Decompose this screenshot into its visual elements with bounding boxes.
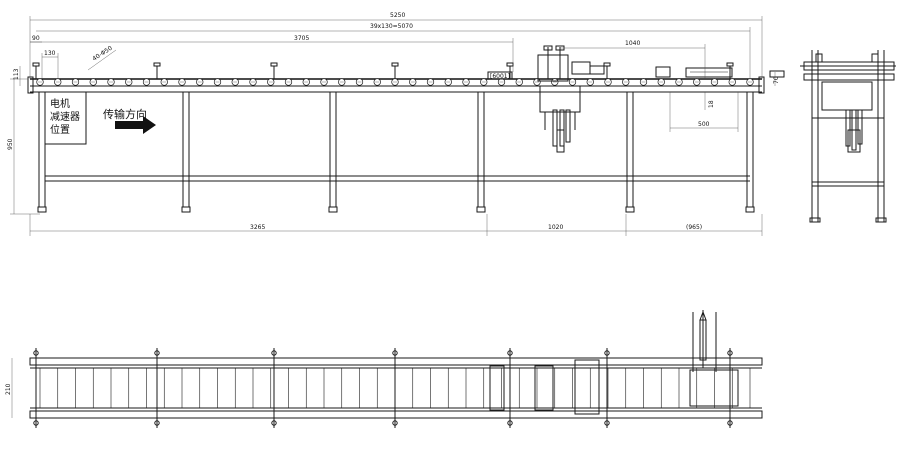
roller-spec: 40-Φ50 [91,45,114,63]
motor-label-2: 减速器 [50,111,80,123]
plan-post-bottom [33,420,39,426]
leg [746,91,754,208]
end-housing [821,81,873,111]
plan-post-top [33,350,39,356]
plan-post-bottom [154,420,160,426]
guide-post-cap [726,62,734,67]
motor-label-3: 位置 [50,123,70,136]
leg-foot [476,206,486,213]
plan-post-bottom [271,420,277,426]
leg [38,91,46,208]
device-tag-box [487,71,513,80]
plan-rail-bottom [29,410,763,419]
direction-label: 传输方向 [103,107,147,121]
right-station [655,66,785,78]
plan-post-top [392,350,398,356]
front-dimensions: 5250 39x130=5070 3705 1040 90 130 40-Φ50… [7,12,780,236]
dim-965: (965) [686,224,702,231]
plan-post-bottom [604,420,610,426]
motor-label-1: 电机 [50,97,70,110]
guide-posts [32,62,734,79]
plan-rail-top [29,357,763,366]
dim-1020: 1020 [548,224,563,231]
dim-210: 210 [5,383,12,395]
dim-overall: 5250 [390,12,405,19]
guide-post-cap [603,62,611,67]
leg-foot [745,206,755,213]
plan-rollers [39,368,751,408]
front-elevation: 电机 减速器 位置 传输方向 [6001] [7,12,785,236]
leg-foot [625,206,635,213]
right-cylinder [685,67,733,78]
station-frame [537,54,569,82]
dim-pitch: 39x130=5070 [370,23,413,30]
dim-1040: 1040 [625,40,640,47]
spindle [556,129,565,153]
leg [626,91,634,208]
leg-foot [181,206,191,213]
plan-view: 210 [5,310,763,428]
guide-post-cap [153,62,161,67]
plan-station [574,359,600,415]
leg-foot [37,206,47,213]
dim-18: 18 [708,100,715,108]
plan-post-top [727,350,733,356]
left-end-plate [27,76,34,94]
device-tag: [6001] [490,73,510,80]
leg-foot [328,206,338,213]
end-view [800,50,896,223]
plan-post-bottom [392,420,398,426]
plan-post-bottom [727,420,733,426]
plan-post-top [154,350,160,356]
leg [329,91,337,208]
dim-950: 950 [7,138,14,150]
dim-500: 500 [698,121,710,128]
right-end-plate [758,76,765,94]
station-housing [539,85,581,113]
dim-3705: 3705 [294,35,309,42]
guide-post-cap [391,62,399,67]
central-station [537,45,605,153]
leg [182,91,190,208]
clamp-block [571,61,591,75]
rollers-front [36,78,754,86]
plan-post-top [604,350,610,356]
guide-post-cap [270,62,278,67]
plan-posts [33,348,733,428]
leg [477,91,485,208]
guide-post-cap [32,62,40,67]
dim-130: 130 [44,50,56,57]
dim-70: 70 [773,76,780,84]
guide-post-cap [506,62,514,67]
dim-90: 90 [32,35,40,42]
plan-post-bottom [507,420,513,426]
motor-box [44,91,87,145]
dim-3265: 3265 [250,224,265,231]
dim-113: 113 [13,68,20,80]
plan-post-top [271,350,277,356]
legs-front [37,91,755,213]
plan-post-top [507,350,513,356]
direction-arrow-icon [115,116,156,134]
